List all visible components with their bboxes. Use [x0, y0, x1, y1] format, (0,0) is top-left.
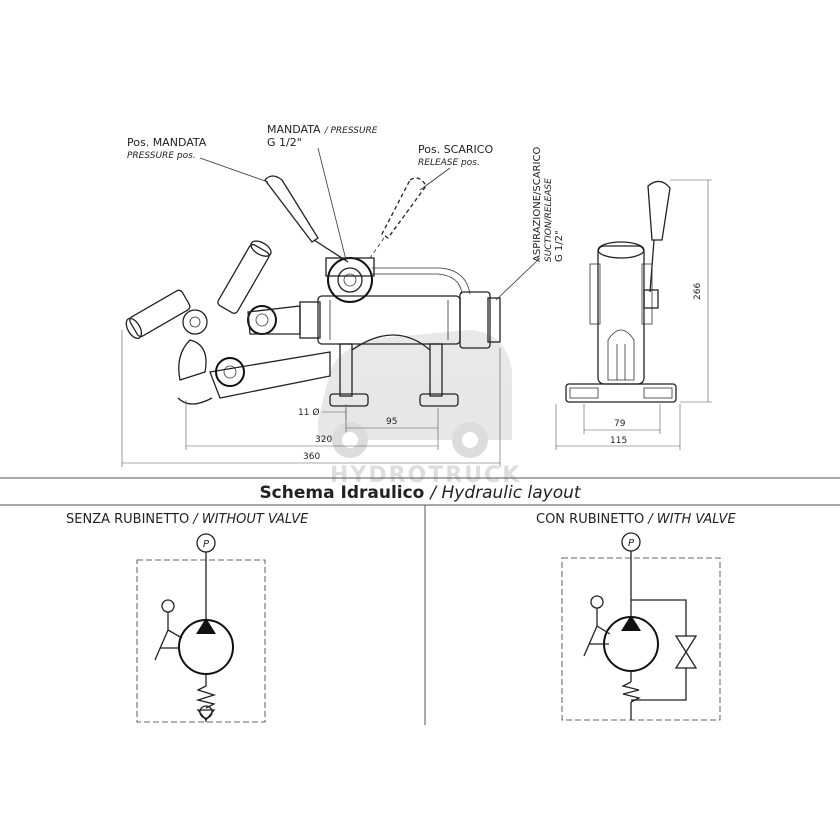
label-pos-mandata-en: PRESSURE pos.	[127, 151, 196, 161]
dim-95: 95	[386, 417, 397, 427]
right-panel-title: CON RUBINETTO/ WITH VALVE	[536, 512, 736, 527]
lever-release-icon	[369, 177, 427, 259]
right-port-label: P	[628, 538, 635, 549]
dim-360: 360	[303, 452, 320, 462]
dim-266: 266	[693, 283, 703, 300]
schematic-with-valve	[561, 532, 721, 721]
dim-115: 115	[610, 436, 627, 446]
pump-front-view	[565, 180, 677, 403]
watermark-truck-icon	[318, 330, 512, 458]
left-port-label: P	[203, 539, 210, 550]
label-mandata-thread: G 1/2"	[267, 136, 302, 149]
watermark-text: HYDROTRUCK	[330, 463, 521, 488]
dim-320: 320	[315, 435, 332, 445]
label-aspirazione: ASPIRAZIONE/SCARICO	[532, 147, 543, 262]
section-title: Schema Idraulico/ Hydraulic layout	[259, 483, 581, 503]
label-pos-mandata: Pos. MANDATA	[127, 136, 207, 149]
dim-hole: 11 Ø	[298, 407, 319, 418]
label-pos-scarico: Pos. SCARICO	[418, 143, 493, 156]
label-pos-scarico-en: RELEASE pos.	[418, 158, 480, 168]
pump-side-view	[125, 147, 541, 407]
left-panel-title: SENZA RUBINETTO/ WITHOUT VALVE	[66, 512, 309, 527]
dim-79: 79	[614, 419, 626, 429]
schematic-without-valve	[136, 533, 266, 723]
label-aspirazione-thread: G 1/2"	[554, 230, 565, 262]
lever-pressure-icon	[264, 175, 349, 263]
label-mandata: MANDATA/ PRESSURE	[267, 123, 378, 136]
dimension-lines	[121, 179, 712, 467]
label-aspirazione-en: SUCTION/RELEASE	[544, 178, 554, 262]
